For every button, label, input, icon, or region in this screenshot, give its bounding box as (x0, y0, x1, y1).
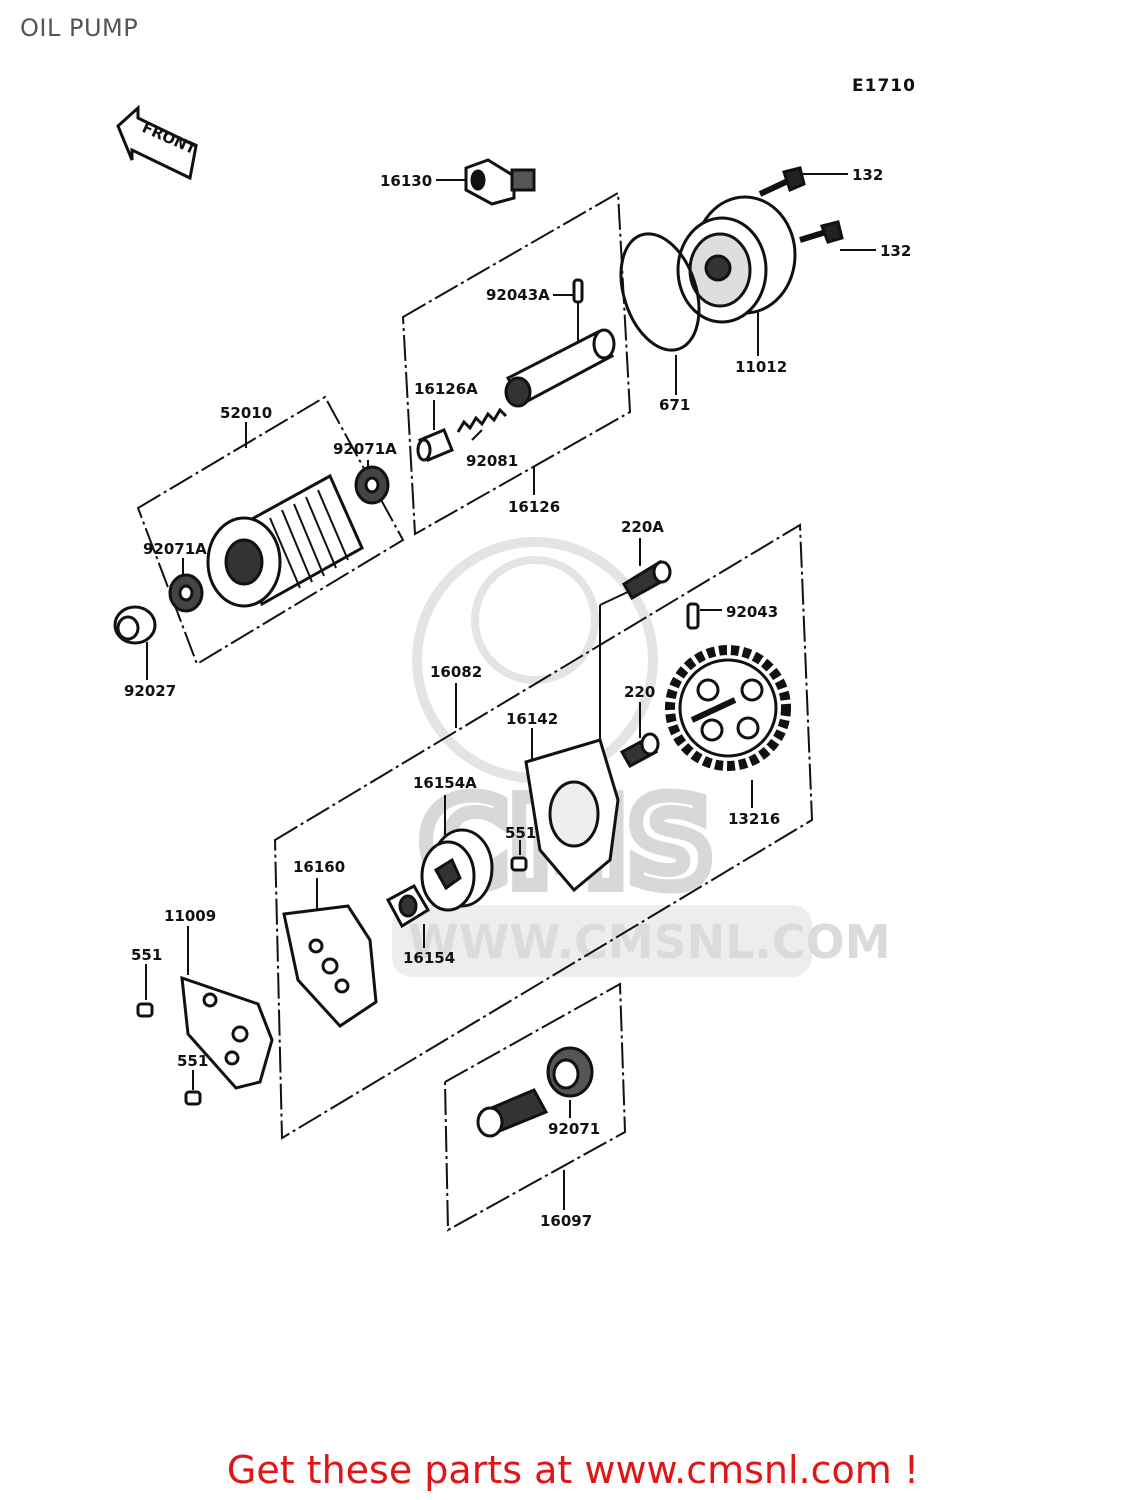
part-label-92081: 92081 (466, 452, 518, 470)
gear-13216-icon (665, 645, 791, 771)
oil-filter-cover-11012-icon (676, 195, 797, 324)
part-label-92043: 92043 (726, 603, 778, 621)
oil-filter-52010-icon (206, 473, 364, 608)
bolt-220-icon (619, 732, 660, 769)
piston-16126A-icon (416, 428, 454, 462)
part-label-16154: 16154 (403, 949, 455, 967)
box-52010 (136, 395, 405, 666)
part-label-551: 551 (131, 946, 162, 964)
part-label-11009: 11009 (164, 907, 216, 925)
part-label-92071A: 92071A (143, 540, 207, 558)
watermark-url: WWW.CMSNL.COM (408, 915, 891, 969)
grommet-92071A-icon (168, 573, 204, 613)
part-label-92027: 92027 (124, 682, 176, 700)
part-label-551: 551 (177, 1052, 208, 1070)
dowel-pin-551-icon (510, 856, 528, 872)
seal-92071-icon (546, 1046, 594, 1098)
spring-92081-icon (456, 407, 508, 433)
o-ring-671-icon (619, 232, 701, 352)
part-label-16126A: 16126A (414, 380, 478, 398)
pump-cover-11009-icon (180, 975, 274, 1090)
bolt-132-icon (758, 166, 806, 197)
part-label-16160: 16160 (293, 858, 345, 876)
part-label-92071A: 92071A (333, 440, 397, 458)
oil-strainer-16097-icon (476, 1088, 549, 1138)
part-label-220: 220 (624, 683, 655, 701)
collar-92027-icon (113, 605, 157, 645)
grommet-92071A-icon (354, 465, 390, 505)
dowel-pin-551-icon (184, 1090, 202, 1106)
part-label-132: 132 (852, 166, 883, 184)
pump-body-16142-icon (524, 738, 620, 893)
box-16097 (443, 982, 627, 1232)
pin-92043A-icon (572, 278, 584, 304)
bolt-220A-icon (621, 559, 672, 601)
bolt-132-icon (799, 220, 844, 244)
box-16126 (401, 191, 632, 536)
gasket-16160-icon (282, 904, 378, 1028)
part-label-92043A: 92043A (486, 286, 550, 304)
box-16082 (273, 523, 814, 1140)
part-label-16130: 16130 (380, 172, 432, 190)
part-label-16142: 16142 (506, 710, 558, 728)
pin-92043-icon (686, 602, 700, 630)
part-label-13216: 13216 (728, 810, 780, 828)
part-label-11012: 11012 (735, 358, 787, 376)
part-label-16097: 16097 (540, 1212, 592, 1230)
cmsnl-link[interactable]: Get these parts at www.cmsnl.com ! (226, 1448, 920, 1492)
part-label-52010: 52010 (220, 404, 272, 422)
part-label-132: 132 (880, 242, 911, 260)
front-arrow-icon: FRONT (116, 104, 200, 181)
figure-code: E1710 (852, 76, 916, 96)
part-label-671: 671 (659, 396, 690, 414)
dowel-pin-551-icon (136, 1002, 154, 1018)
relief-valve-16126-icon (504, 328, 616, 408)
part-label-92071: 92071 (548, 1120, 600, 1138)
page-title: OIL PUMP (20, 14, 139, 42)
fitting-16130-icon (464, 158, 536, 206)
part-label-220A: 220A (621, 518, 664, 536)
part-label-16082: 16082 (430, 663, 482, 681)
inner-rotor-16154-icon (385, 883, 431, 929)
part-label-16126: 16126 (508, 498, 560, 516)
outer-rotor-16154A-icon (420, 828, 494, 912)
part-label-551: 551 (505, 824, 536, 842)
exploded-parts-diagram: CMS WWW.CMSNL.COM FRONT (113, 104, 911, 1232)
part-label-16154A: 16154A (413, 774, 477, 792)
